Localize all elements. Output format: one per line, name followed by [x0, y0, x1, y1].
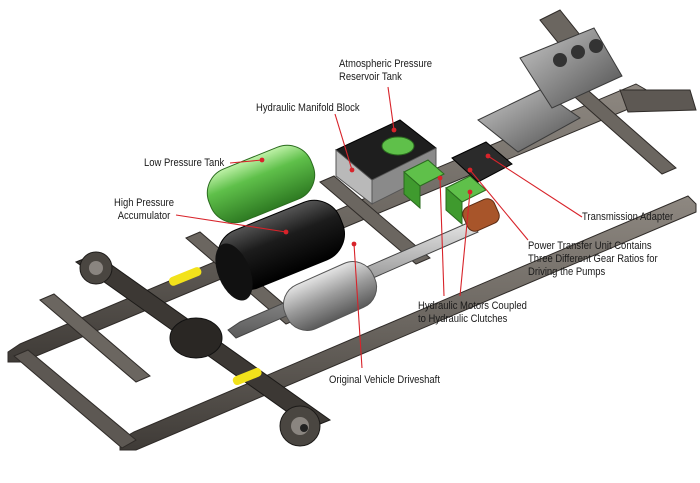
label-line: Accumulator — [117, 210, 171, 222]
label-low-pressure-tank: Low Pressure Tank — [144, 157, 224, 170]
label-atmospheric-tank: Atmospheric Pressure Reservoir Tank — [339, 58, 432, 84]
engine-transmission — [477, 27, 623, 153]
rear-axle — [74, 251, 332, 447]
label-line: Transmission Adapter — [582, 211, 674, 223]
label-line: Reservoir Tank — [339, 71, 402, 83]
leader-dots — [259, 127, 491, 247]
label-transmission-adapter: Transmission Adapter — [582, 211, 673, 224]
pump-cylinder — [282, 261, 378, 331]
label-manifold-block: Hydraulic Manifold Block — [256, 102, 360, 115]
label-line: Hydraulic Manifold Block — [256, 102, 360, 114]
label-driveshaft: Original Vehicle Driveshaft — [329, 374, 440, 387]
label-line: Driving the Pumps — [528, 266, 606, 278]
label-line: Atmospheric Pressure — [339, 58, 433, 70]
high-pressure-accumulator — [215, 199, 345, 301]
label-line: to Hydraulic Clutches — [418, 313, 508, 325]
label-line: High Pressure — [114, 197, 174, 209]
power-transfer-unit — [451, 141, 513, 232]
label-line: Low Pressure Tank — [144, 157, 225, 169]
suspension-springs — [168, 267, 262, 386]
low-pressure-tank — [206, 144, 316, 224]
label-line: Hydraulic Motors Coupled — [418, 300, 527, 312]
label-line: Power Transfer Unit Contains — [528, 240, 652, 252]
label-line: Three Different Gear Ratios for — [528, 253, 658, 265]
leader-lines — [175, 86, 583, 369]
label-accumulator: High Pressure Accumulator — [110, 197, 179, 223]
label-power-transfer-unit: Power Transfer Unit Contains Three Diffe… — [528, 240, 658, 279]
front-hub — [300, 424, 308, 432]
label-hydraulic-motors: Hydraulic Motors Coupled to Hydraulic Cl… — [418, 300, 527, 326]
label-line: Original Vehicle Driveshaft — [329, 374, 440, 386]
hydraulic-motors — [403, 159, 487, 226]
